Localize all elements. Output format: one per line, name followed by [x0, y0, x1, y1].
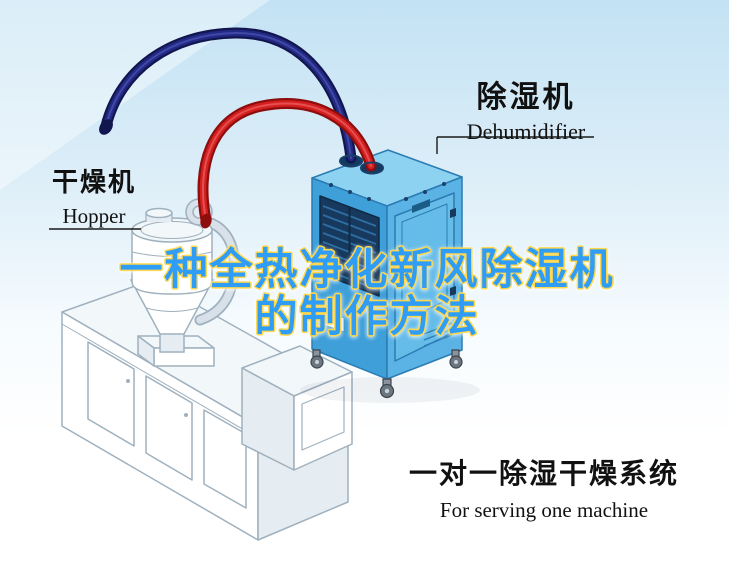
dehumidifier-hinge-bottom [450, 286, 456, 296]
dehumidifier-hinge-top [450, 208, 456, 218]
hopper-cone-band [145, 307, 199, 312]
system-caption-en: For serving one machine [439, 498, 649, 522]
machine-door-2 [145, 375, 193, 481]
control-panel-outline [301, 386, 345, 451]
dehumidifier-casters [310, 349, 463, 399]
machine-door-3 [203, 409, 247, 509]
system-caption-zh: 一对一除湿干燥系统 [408, 458, 679, 489]
watermark-line-2: 的制作方法 [255, 293, 480, 341]
hopper-cap [145, 207, 173, 219]
machine-front-trim-line [61, 323, 259, 439]
hopper-label-en: Hopper [62, 204, 126, 228]
sky-corner-highlight [0, 0, 270, 190]
hopper-label: 干燥机 Hopper [40, 162, 148, 229]
label-leader-lines [49, 136, 594, 230]
dehumidifier-illustration [310, 149, 463, 399]
hose-port-navy-rim [339, 154, 363, 168]
hose-port-red-rim [360, 161, 384, 175]
return-hose-red [197, 98, 377, 229]
system-caption: 一对一除湿干燥系统 For serving one machine [398, 452, 690, 523]
watermark-title: 一种全热净化新风除湿机 的制作方法 [118, 244, 615, 343]
hopper-body [131, 229, 213, 295]
hopper-return-duct [196, 218, 239, 324]
machine-door-2-handle [184, 413, 188, 417]
dehumidifier-label-en: Dehumidifier [466, 119, 586, 144]
machine-door-1-handle [126, 379, 130, 383]
machine-control-cabinet [241, 345, 353, 471]
supply-hose-navy [99, 27, 357, 164]
hopper-label-zh: 干燥机 [51, 167, 136, 197]
watermark-line-1: 一种全热净化新风除湿机 [120, 245, 615, 294]
dehumidifier-brand-label [412, 199, 430, 213]
extruder-machine-illustration [61, 279, 353, 541]
dehumidifier-label-zh: 除湿机 [476, 81, 576, 114]
hopper-dryer-illustration [129, 198, 240, 353]
red-hose-end-flange [200, 213, 212, 229]
dehumidifier-door [394, 192, 455, 362]
dehumidifier-sticker [321, 309, 345, 333]
dehumidifier-bottom-grille [423, 322, 453, 347]
navy-hose-end-flange [99, 119, 113, 135]
top-edge-bolts [329, 182, 446, 201]
machine-door-1 [87, 341, 135, 447]
hopper-body-band [131, 251, 213, 257]
dehumidifier-leader-line [436, 136, 594, 154]
dehumidifier-label: 除湿机 Dehumidifier [450, 72, 602, 145]
dehumidifier-door-panel [401, 203, 448, 323]
